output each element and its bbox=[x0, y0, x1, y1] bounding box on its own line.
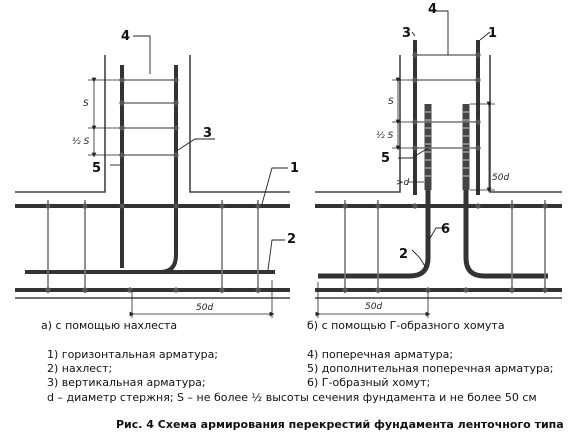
left-footing-nodes bbox=[45, 203, 261, 293]
right-callout-3: 3 bbox=[402, 26, 411, 41]
legend-item-6: 6) Г-образный хомут; bbox=[307, 376, 431, 389]
left-dim-50d bbox=[129, 280, 275, 318]
left-stem-ties bbox=[122, 79, 176, 156]
left-callout-1: 1 bbox=[290, 161, 299, 176]
right-d-marker-label: >d bbox=[396, 178, 410, 188]
legend-item-5: 5) дополнительная поперечная арматура; bbox=[307, 362, 554, 375]
right-dim-50d-vertical bbox=[470, 101, 495, 193]
legend-item-2: 2) нахлест; bbox=[47, 362, 113, 375]
left-dim-s-label: S bbox=[83, 99, 89, 109]
caption-left: а) с помощью нахлеста bbox=[41, 319, 178, 332]
right-dim-50d-vertical-label: 50d bbox=[492, 173, 509, 183]
right-dim-50d-label: 50d bbox=[365, 302, 382, 312]
right-callout-6: 6 bbox=[441, 222, 450, 237]
left-dim-s bbox=[88, 77, 120, 158]
right-dim-s-label: S bbox=[388, 97, 394, 107]
left-callout-2: 2 bbox=[287, 232, 296, 247]
right-dim-half-s-label: ½ S bbox=[376, 131, 394, 141]
right-footing-ties bbox=[344, 200, 546, 293]
right-diagram: S ½ S 50d 50d >d 4 3 1 5 bbox=[315, 2, 562, 318]
left-callout-4: 4 bbox=[121, 29, 130, 44]
right-stem-ties bbox=[415, 54, 478, 149]
right-short-bar-ticks bbox=[425, 111, 469, 177]
left-vertical-bend bbox=[125, 254, 178, 274]
right-callout-1: 1 bbox=[488, 26, 497, 41]
legend-item-1: 1) горизонтальная арматура; bbox=[47, 348, 219, 361]
left-footing-ties bbox=[47, 200, 259, 293]
right-concrete-outline bbox=[315, 55, 562, 299]
left-callout-5: 5 bbox=[92, 161, 101, 176]
right-tie-nodes bbox=[412, 52, 481, 151]
left-dim-half-s-label: ½ S bbox=[72, 137, 90, 147]
right-footing-nodes bbox=[342, 203, 548, 293]
caption-right: б) с помощью Г-образного хомута bbox=[307, 319, 505, 332]
right-g-stirrup-left bbox=[318, 190, 431, 279]
right-g-stirrup-right bbox=[463, 190, 548, 279]
left-tie-nodes bbox=[119, 77, 179, 158]
left-concrete-outline bbox=[15, 55, 290, 299]
right-callout-2: 2 bbox=[399, 247, 408, 262]
legend-item-3: 3) вертикальная арматура; bbox=[47, 376, 206, 389]
right-dim-s bbox=[392, 77, 413, 151]
left-callout-3: 3 bbox=[203, 126, 212, 141]
left-diagram: S ½ S 50d 4 3 5 1 2 bbox=[15, 29, 299, 318]
legend-item-4: 4) поперечная арматура; bbox=[307, 348, 454, 361]
right-dim-50d bbox=[315, 282, 431, 318]
left-dim-50d-label: 50d bbox=[196, 303, 213, 313]
figure-title: Рис. 4 Схема армирования перекрестий фун… bbox=[116, 418, 564, 431]
right-callout-5: 5 bbox=[381, 151, 390, 166]
left-leaders bbox=[110, 35, 288, 271]
right-callout-4: 4 bbox=[428, 2, 437, 17]
legend-note: d – диаметр стержня; S – не более ½ высо… bbox=[47, 391, 537, 404]
right-leaders bbox=[398, 10, 491, 269]
